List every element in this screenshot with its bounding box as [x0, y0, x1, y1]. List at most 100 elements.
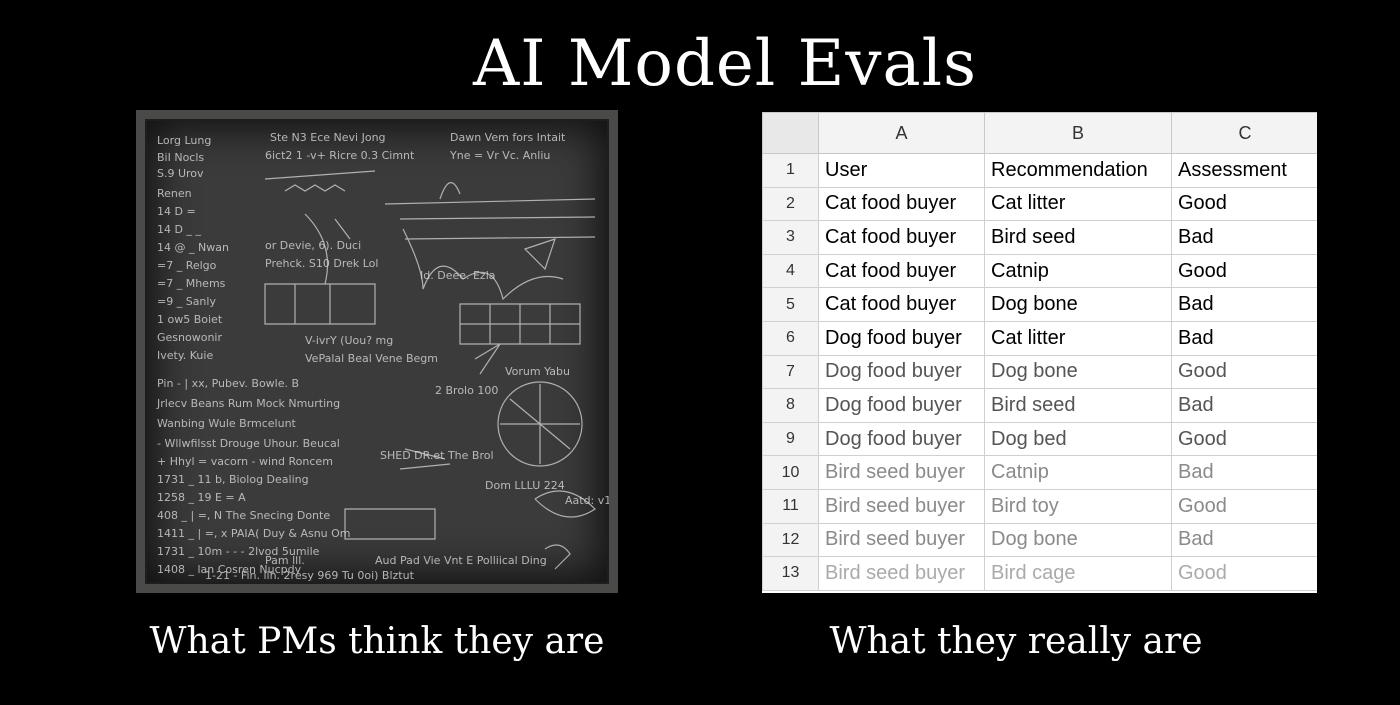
cell-assessment[interactable]: Bad — [1171, 522, 1317, 558]
cell-recommendation[interactable]: Recommendation — [984, 153, 1172, 188]
cell-user[interactable]: Cat food buyer — [818, 287, 985, 322]
svg-text:Aatd: v15: Aatd: v15 — [565, 494, 609, 507]
chalkboard-image: Lorg Lung BiI Nocls S.9 Urov Renen 14 D … — [136, 110, 618, 593]
cell-assessment[interactable]: Bad — [1171, 455, 1317, 490]
cell-recommendation[interactable]: Bird cage — [984, 556, 1172, 591]
right-caption: What they really are — [829, 621, 1203, 662]
table-row: 11 Bird seed buyer Bird toy Good — [762, 488, 1317, 524]
cell-recommendation[interactable]: Bird seed — [984, 220, 1172, 255]
svg-text:14 D =: 14 D = — [157, 205, 196, 218]
svg-text:Lorg Lung: Lorg Lung — [157, 134, 211, 147]
row-number[interactable]: 12 — [762, 522, 819, 558]
row-number[interactable]: 5 — [762, 287, 819, 322]
svg-text:+ Hhyl = vacorn - wind Roncem: + Hhyl = vacorn - wind Roncem — [157, 455, 333, 468]
select-all-corner[interactable] — [762, 112, 819, 154]
cell-assessment[interactable]: Good — [1171, 488, 1317, 524]
cell-user[interactable]: Bird seed buyer — [818, 488, 985, 524]
svg-text:Gesnowonir: Gesnowonir — [157, 331, 222, 344]
column-header-b[interactable]: B — [984, 112, 1172, 154]
cell-user[interactable]: Dog food buyer — [818, 421, 985, 457]
svg-text:14 D _ _: 14 D _ _ — [157, 223, 201, 236]
svg-text:Id. Deee. Ezla: Id. Deee. Ezla — [420, 269, 496, 282]
row-number[interactable]: 9 — [762, 421, 819, 457]
svg-text:Jrlecv Beans Rum Mock Nmurtin: Jrlecv Beans Rum Mock Nmurting — [156, 397, 340, 410]
row-number[interactable]: 10 — [762, 455, 819, 490]
table-row: 13 Bird seed buyer Bird cage Good — [762, 556, 1317, 591]
cell-recommendation[interactable]: Catnip — [984, 253, 1172, 289]
svg-text:SHED DR.et The Brol: SHED DR.et The Brol — [380, 449, 494, 462]
spreadsheet-grid: A B C 1 User Recommendation Assessment 2… — [762, 112, 1317, 591]
cell-assessment[interactable]: Bad — [1171, 220, 1317, 255]
cell-user[interactable]: Dog food buyer — [818, 320, 985, 356]
cell-assessment[interactable]: Good — [1171, 556, 1317, 591]
table-row: 4 Cat food buyer Catnip Good — [762, 253, 1317, 289]
svg-text:Dawn Vem fors Intait: Dawn Vem fors Intait — [450, 131, 566, 144]
cell-user[interactable]: Cat food buyer — [818, 186, 985, 222]
cell-assessment[interactable]: Bad — [1171, 320, 1317, 356]
svg-text:Prehck. S10 Drek Lol: Prehck. S10 Drek Lol — [265, 257, 378, 270]
cell-user[interactable]: Cat food buyer — [818, 253, 985, 289]
cell-recommendation[interactable]: Dog bone — [984, 354, 1172, 390]
cell-assessment[interactable]: Good — [1171, 421, 1317, 457]
cell-user[interactable]: Cat food buyer — [818, 220, 985, 255]
cell-assessment[interactable]: Assessment — [1171, 153, 1317, 188]
row-number[interactable]: 3 — [762, 220, 819, 255]
svg-text:Aud Pad Vie Vnt E Polliical D: Aud Pad Vie Vnt E Polliical Ding — [375, 554, 547, 567]
row-number[interactable]: 1 — [762, 153, 819, 188]
svg-text:V-ivrY (Uou? mg: V-ivrY (Uou? mg — [305, 334, 393, 347]
row-number[interactable]: 8 — [762, 388, 819, 423]
cell-assessment[interactable]: Good — [1171, 253, 1317, 289]
row-number[interactable]: 6 — [762, 320, 819, 356]
table-row: 5 Cat food buyer Dog bone Bad — [762, 287, 1317, 322]
svg-text:2 Brolo 100: 2 Brolo 100 — [435, 384, 498, 397]
svg-text:VePalal Beal Vene Begm: VePalal Beal Vene Begm — [305, 352, 438, 365]
table-row: 12 Bird seed buyer Dog bone Bad — [762, 522, 1317, 558]
row-number[interactable]: 11 — [762, 488, 819, 524]
svg-text:1731 _ 11 b, Biolog Dealing: 1731 _ 11 b, Biolog Dealing — [157, 473, 309, 486]
chalkboard-scribbles: Lorg Lung BiI Nocls S.9 Urov Renen 14 D … — [156, 131, 609, 582]
cell-user[interactable]: User — [818, 153, 985, 188]
table-row: 1 User Recommendation Assessment — [762, 153, 1317, 188]
cell-recommendation[interactable]: Cat litter — [984, 186, 1172, 222]
svg-text:BiI Nocls: BiI Nocls — [157, 151, 204, 164]
svg-text:1258 _ 19 E = A: 1258 _ 19 E = A — [157, 491, 246, 504]
column-header-a[interactable]: A — [818, 112, 985, 154]
cell-user[interactable]: Bird seed buyer — [818, 522, 985, 558]
cell-assessment[interactable]: Good — [1171, 186, 1317, 222]
cell-assessment[interactable]: Good — [1171, 354, 1317, 390]
cell-recommendation[interactable]: Catnip — [984, 455, 1172, 490]
table-row: 8 Dog food buyer Bird seed Bad — [762, 388, 1317, 423]
svg-text:S.9 Urov: S.9 Urov — [157, 167, 204, 180]
column-header-c[interactable]: C — [1171, 112, 1317, 154]
row-number[interactable]: 2 — [762, 186, 819, 222]
cell-recommendation[interactable]: Dog bed — [984, 421, 1172, 457]
spreadsheet: A B C 1 User Recommendation Assessment 2… — [762, 112, 1317, 593]
svg-text:=7 _ Relgo: =7 _ Relgo — [157, 259, 217, 272]
table-row: 6 Dog food buyer Cat litter Bad — [762, 320, 1317, 356]
svg-text:Vorum Yabu: Vorum Yabu — [505, 365, 570, 378]
svg-text:=7 _ Mhems: =7 _ Mhems — [157, 277, 226, 290]
svg-text:Pin - | xx, Pubev. Bowle. B: Pin - | xx, Pubev. Bowle. B — [157, 377, 299, 390]
cell-recommendation[interactable]: Bird toy — [984, 488, 1172, 524]
cell-assessment[interactable]: Bad — [1171, 388, 1317, 423]
cell-user[interactable]: Dog food buyer — [818, 388, 985, 423]
cell-user[interactable]: Dog food buyer — [818, 354, 985, 390]
svg-text:Renen: Renen — [157, 187, 192, 200]
cell-user[interactable]: Bird seed buyer — [818, 556, 985, 591]
table-row: 9 Dog food buyer Dog bed Good — [762, 421, 1317, 457]
svg-text:Wanbing Wule Brmcelunt: Wanbing Wule Brmcelunt — [157, 417, 297, 430]
cell-recommendation[interactable]: Dog bone — [984, 522, 1172, 558]
cell-recommendation[interactable]: Cat litter — [984, 320, 1172, 356]
cell-recommendation[interactable]: Bird seed — [984, 388, 1172, 423]
svg-text:14 @ _ Nwan: 14 @ _ Nwan — [157, 241, 229, 254]
cell-assessment[interactable]: Bad — [1171, 287, 1317, 322]
cell-user[interactable]: Bird seed buyer — [818, 455, 985, 490]
row-number[interactable]: 13 — [762, 556, 819, 591]
svg-text:Dom LLLU 224: Dom LLLU 224 — [485, 479, 565, 492]
svg-text:1-21 - Fin. llh. 2resy 969 T: 1-21 - Fin. llh. 2resy 969 Tu 0oi) Blztu… — [205, 569, 415, 582]
cell-recommendation[interactable]: Dog bone — [984, 287, 1172, 322]
svg-text:1411 _ | =, x PAIA( Duy & Asn: 1411 _ | =, x PAIA( Duy & Asnu Om — [157, 527, 351, 540]
svg-text:1731 _ 10m - - - 2lvod 5umile: 1731 _ 10m - - - 2lvod 5umile — [157, 545, 320, 558]
row-number[interactable]: 7 — [762, 354, 819, 390]
row-number[interactable]: 4 — [762, 253, 819, 289]
